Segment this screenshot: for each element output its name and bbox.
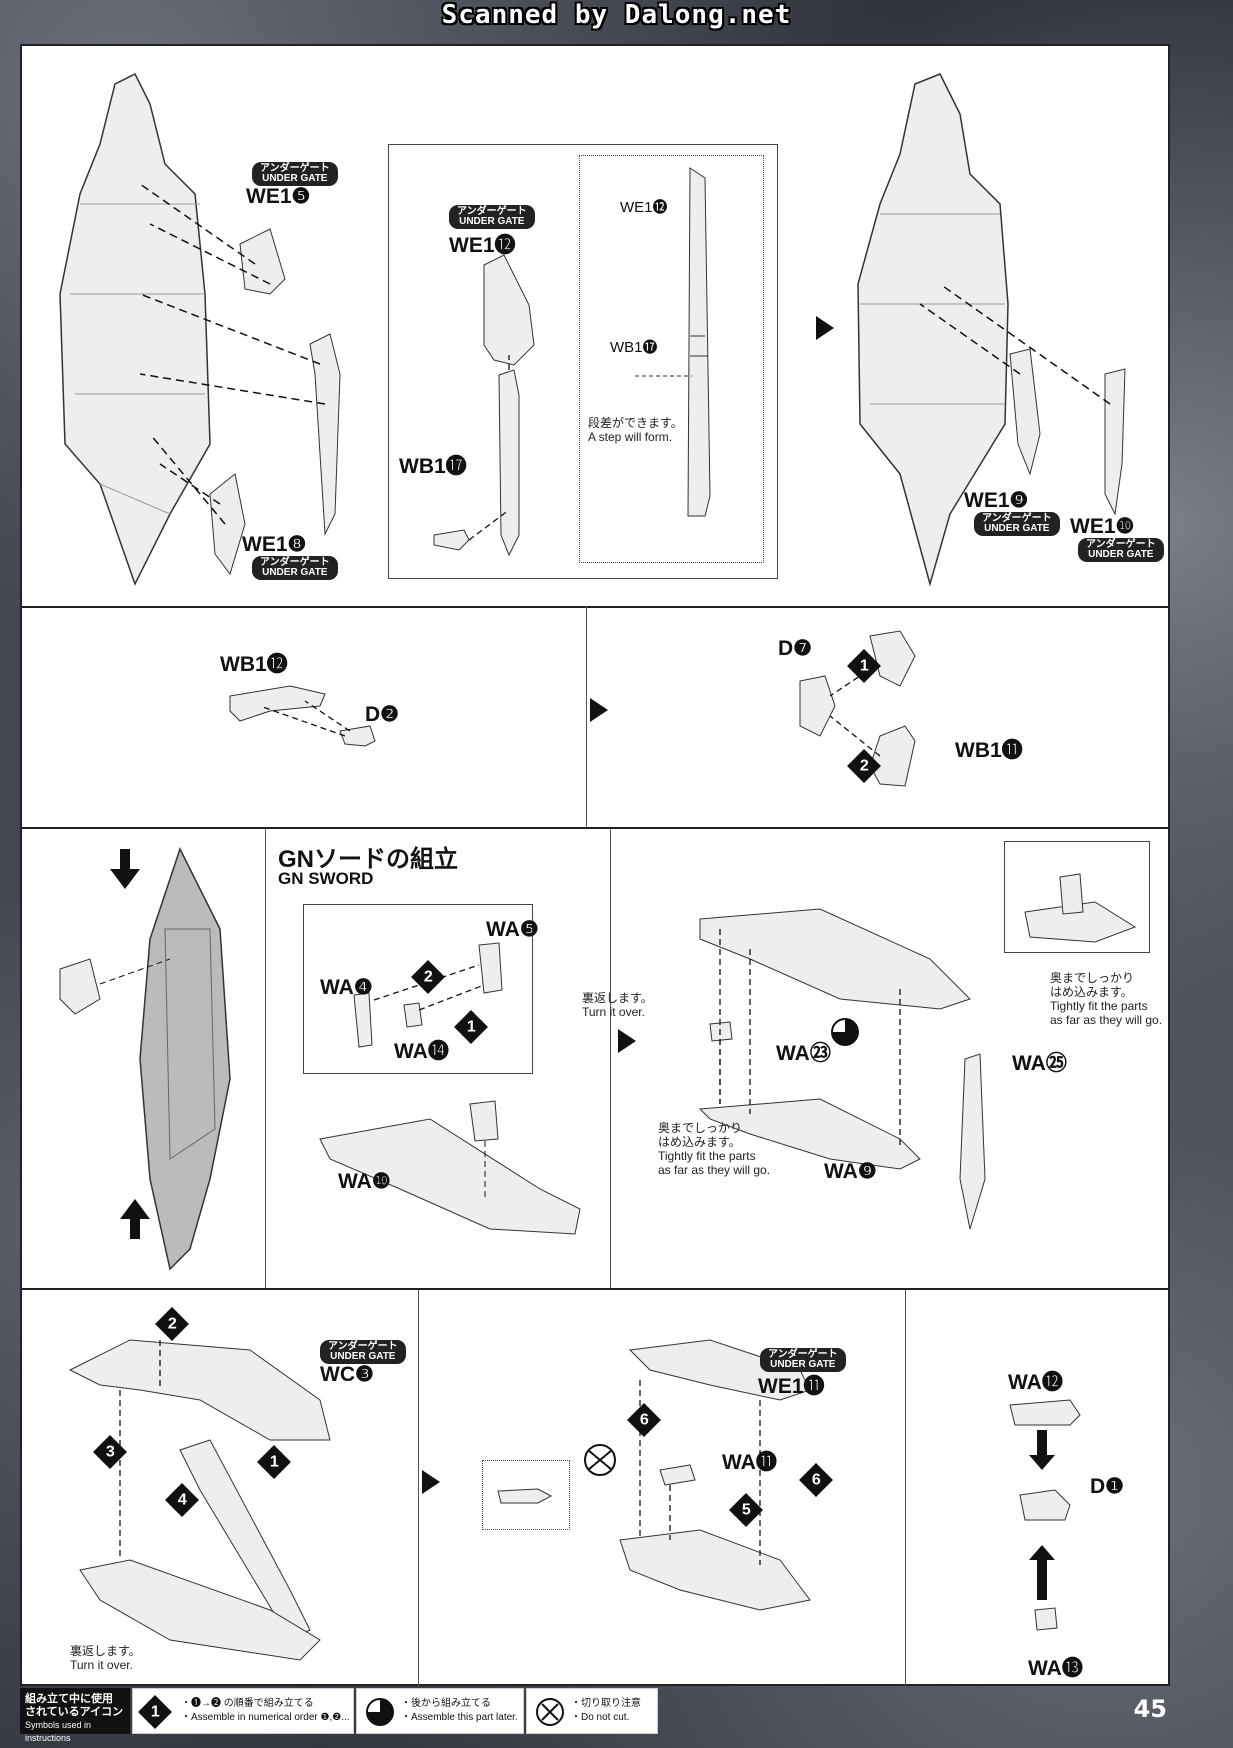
part-label-wc3: WC❸: [320, 1363, 374, 1386]
legend-later-box: ・後から組み立てる ・Assemble this part later.: [356, 1688, 524, 1734]
part-label-wa23: WA㉓: [776, 1042, 831, 1065]
row1-right-wing-drawing: [857, 73, 1126, 587]
legend-title-en: Symbols used in instructions: [25, 1720, 92, 1743]
detail-inset-box: [1004, 841, 1150, 953]
flow-arrow-icon: [422, 1470, 440, 1494]
fit-note: 奥までしっかり はめ込みます。Tightly fit the parts as …: [658, 1121, 771, 1177]
legend-numerical-box: 1 ・❶→❷ の順番で組み立てる ・Assemble in numerical …: [132, 1688, 354, 1734]
part-label-we1-10: WE1❿: [1070, 515, 1135, 538]
section-title: GNソードの組立: [278, 846, 458, 873]
divider: [265, 829, 266, 1288]
page-frame: [20, 44, 1170, 1686]
turn-over-note: 裏返します。Turn it over.: [70, 1644, 141, 1672]
inset-detail-drawing: [1024, 873, 1137, 943]
row-divider: [20, 1288, 1170, 1290]
legend-cut-en: ・Do not cut.: [571, 1712, 630, 1723]
flow-arrow-icon: [816, 316, 834, 340]
wa10-assembly-drawing: [319, 1100, 581, 1235]
divider: [586, 606, 587, 827]
part-label-wb1-17: WB1⓱: [399, 455, 467, 478]
sub-assembly-inset-box: WA❺ WA❹ WA⓮ 2 1: [303, 904, 539, 1074]
inset-parts-drawing: [353, 942, 503, 1048]
part-label-we1-5: WE1❺: [246, 185, 311, 208]
part-label-wb1-11: WB1⓫: [955, 739, 1023, 762]
later-part-inset: [482, 1460, 570, 1530]
cross-section-dotted-box: WE1⓬ WB1⓱ 段差ができます。A step will form.: [579, 155, 764, 563]
part-label-wa5: WA❺: [486, 918, 539, 941]
turn-over-note: 裏返します。Turn it over.: [582, 991, 653, 1019]
row-divider: [20, 606, 1170, 608]
part-label-d7: D❼: [778, 637, 812, 660]
part-label-d1: D❶: [1090, 1475, 1124, 1498]
row1-left-wing-drawing: [59, 72, 341, 586]
row-divider: [20, 827, 1170, 829]
legend-later-jp: ・後から組み立てる: [401, 1698, 491, 1709]
flow-arrow-icon: [590, 698, 608, 722]
scanned-watermark: Scanned by Dalong.net: [441, 0, 792, 30]
part-label-wa14: WA⓮: [394, 1040, 449, 1063]
part-label-we1-12: WE1⓬: [449, 234, 516, 257]
gn-sword-blade-drawing: [698, 908, 986, 1230]
assemble-later-icon: [366, 1698, 394, 1726]
row3-panel: GNソードの組立 GN SWORD WA❺ WA❹ WA⓮ 2 1 WA❿: [20, 829, 1170, 1288]
fit-note: 奥までしっかり はめ込みます。Tightly fit the parts as …: [1050, 971, 1163, 1027]
divider: [610, 829, 611, 1288]
part-label-we1-9: WE1❾: [964, 489, 1029, 512]
part-label-wb1-12: WB1⓬: [220, 653, 288, 676]
step-note: 段差ができます。A step will form.: [588, 416, 683, 444]
legend-cut-box: ・切り取り注意 ・Do not cut.: [526, 1688, 658, 1734]
legend-title-box: 組み立て中に使用 されているアイコン Symbols used in instr…: [20, 1688, 130, 1743]
step-number-icon: 1: [138, 1695, 172, 1729]
part-label-we1-8: WE1❽: [242, 533, 307, 556]
legend-title-jp: 組み立て中に使用: [25, 1693, 113, 1705]
row2-left-part-drawing: [229, 685, 376, 747]
legend-numerical-en: ・Assemble in numerical order ❶,❷...: [181, 1712, 350, 1723]
cross-section-drawing: [635, 167, 711, 517]
part-label-wa13: WA⓭: [1028, 1657, 1083, 1680]
part-label-wa4: WA❹: [320, 976, 373, 999]
page-number: 45: [1133, 1695, 1167, 1723]
we111-assembly-drawing: [584, 1339, 811, 1611]
part-label-we1-11: WE1⓫: [758, 1375, 825, 1398]
symbol-legend: 組み立て中に使用 されているアイコン Symbols used in instr…: [20, 1688, 1170, 1743]
legend-title-jp: されているアイコン: [25, 1706, 124, 1718]
part-label-wa25: WA㉕: [1012, 1052, 1067, 1075]
divider: [905, 1290, 906, 1686]
legend-numerical-jp: ・❶→❷ の順番で組み立てる: [181, 1698, 314, 1709]
do-not-cut-icon: [536, 1698, 564, 1726]
wa12-d1-assembly-drawing: [1009, 1399, 1081, 1631]
part-label-wb1-17-section: WB1⓱: [610, 339, 658, 356]
flow-arrow-icon: [618, 1029, 636, 1053]
gn-sword-assembled-drawing: [59, 847, 231, 1271]
part-label-wa11: WA⓫: [722, 1451, 777, 1474]
divider: [418, 1290, 419, 1686]
section-subtitle: GN SWORD: [278, 869, 374, 888]
inset-part-drawing: [433, 254, 535, 557]
legend-cut-jp: ・切り取り注意: [571, 1698, 641, 1709]
part-label-d2: D❷: [365, 703, 399, 726]
part-label-wa12: WA⓬: [1008, 1371, 1063, 1394]
row2-right-part-drawing: [799, 630, 916, 787]
part-label-we1-12-section: WE1⓬: [620, 199, 668, 216]
later-part-drawing: [497, 1488, 553, 1504]
legend-later-en: ・Assemble this part later.: [401, 1712, 518, 1723]
part-label-wa9: WA❾: [824, 1160, 877, 1183]
wc3-assembly-drawing: [68, 1339, 331, 1661]
row2-panel: WB1⓬ D❷ D❼ WB1⓫ 1 2: [20, 606, 1170, 827]
part-label-wa10: WA❿: [338, 1170, 391, 1193]
